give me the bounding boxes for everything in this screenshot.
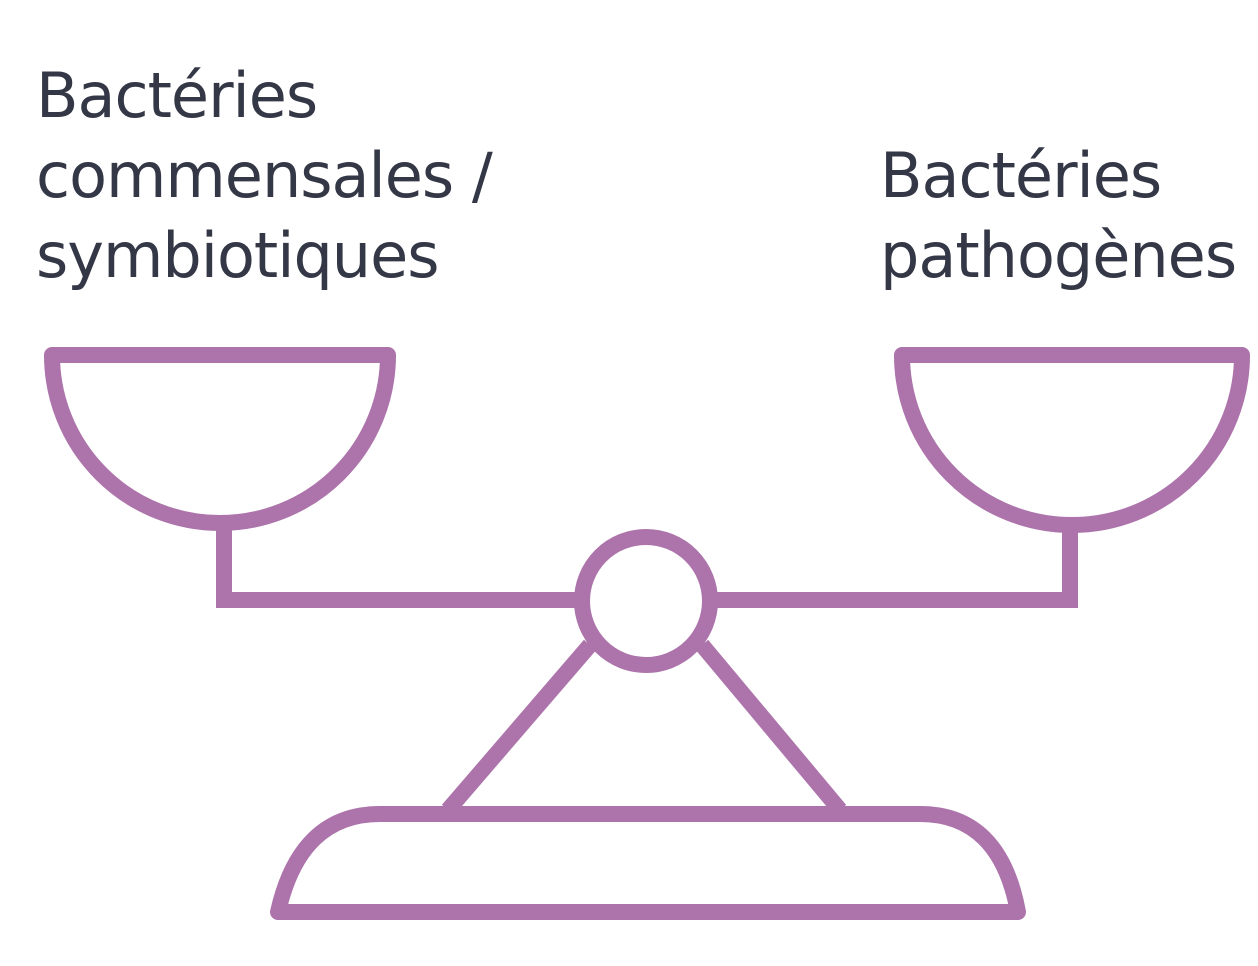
left-arm [216,522,580,608]
left-label-line-3: symbiotiques [36,219,440,292]
left-label-line-2: commensales / [36,139,493,212]
right-label-line-2: pathogènes [880,219,1237,292]
left-label-line-1: Bactéries [36,59,318,132]
pivot-circle [574,529,718,673]
right-label: Bactéries pathogènes [880,136,1237,296]
right-label-line-1: Bactéries [880,139,1162,212]
right-pan [894,347,1250,533]
left-pan [44,347,396,531]
support-left-leg [441,639,597,816]
right-arm [712,522,1078,608]
support-right-leg [695,639,847,816]
scale-base [270,806,1026,920]
left-label: Bactéries commensales / symbiotiques [36,56,493,296]
